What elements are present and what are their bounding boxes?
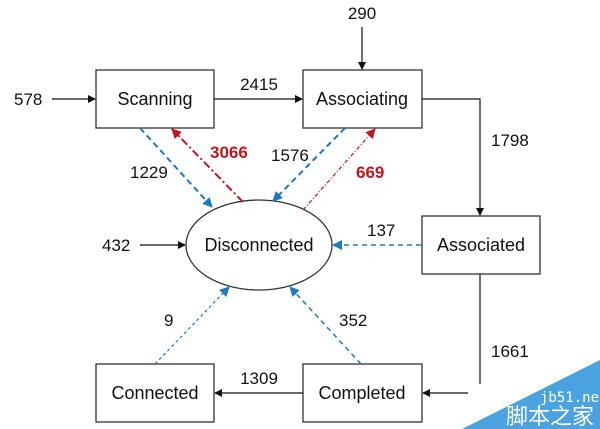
edge-label-disconnected-scanning: 3066 [210,143,248,162]
watermark-site: jb51.net [540,390,600,406]
node-completed: Completed [302,363,423,423]
edge-label-disconnected-associating: 669 [356,163,384,182]
edge-label-associated-disconnected: 137 [367,221,395,240]
edge-label-associating-associated: 1798 [491,131,529,150]
node-scanning-label: Scanning [117,89,192,109]
edge-label-connected-disconnected: 9 [164,311,173,330]
edge-disconnected-associating [302,128,376,211]
edge-label-scanning-associating: 2415 [240,75,278,94]
edge-label-entry-scanning: 578 [14,90,42,109]
node-associated-label: Associated [437,235,525,255]
node-completed-label: Completed [318,383,405,403]
node-connected-label: Connected [111,383,198,403]
edge-disconnected-scanning [171,128,244,203]
node-associated: Associated [421,215,541,275]
edge-associating-disconnected [272,127,346,202]
edge-scanning-disconnected [139,127,213,208]
edge-label-associated-completed: 1661 [491,342,529,361]
node-connected: Connected [95,363,215,423]
watermark-name: 脚本之家 [506,405,594,429]
edge-label-entry-associating: 290 [348,4,376,23]
node-disconnected: Disconnected [185,199,333,291]
edge-label-scanning-disconnected: 1229 [130,163,168,182]
node-disconnected-label: Disconnected [204,235,313,255]
edge-associating-associated [422,98,484,216]
node-associating-label: Associating [316,89,408,109]
node-associating: Associating [302,69,423,129]
edge-label-completed-connected: 1309 [240,369,278,388]
node-scanning: Scanning [95,69,215,129]
watermark: jb51.net 脚本之家 [462,360,600,429]
edge-label-associating-disconnected: 1576 [271,146,309,165]
edge-label-entry-disconnected: 432 [102,236,130,255]
edge-label-completed-disconnected: 352 [339,311,367,330]
